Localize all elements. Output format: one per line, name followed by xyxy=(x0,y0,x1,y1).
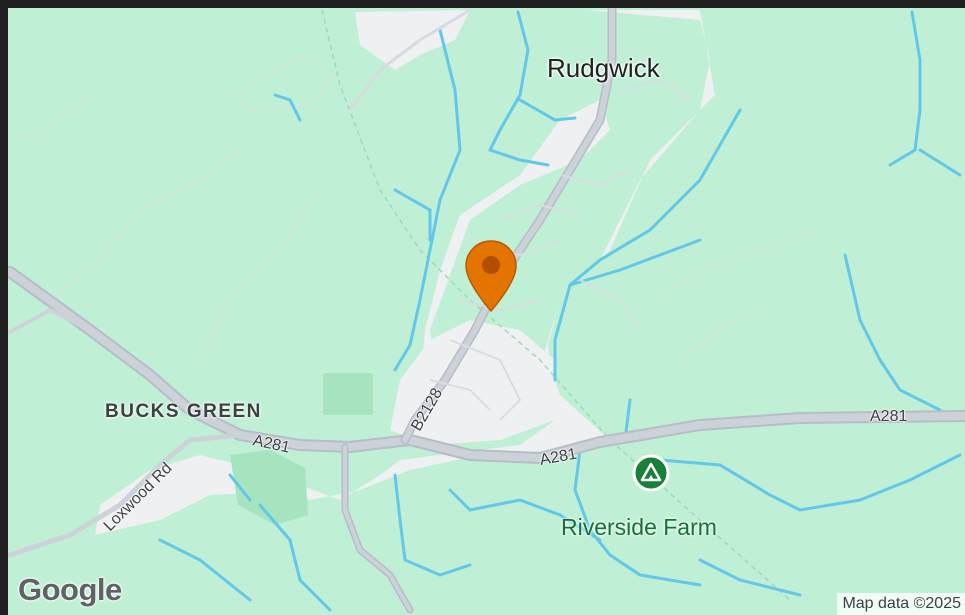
google-logo[interactable]: Google xyxy=(18,572,122,607)
hamlet-label: BUCKS GREEN xyxy=(105,401,262,422)
location-marker[interactable] xyxy=(464,239,518,313)
park-area xyxy=(230,450,308,525)
roads xyxy=(8,8,965,614)
map-viewport[interactable]: Rudgwick BUCKS GREEN B2128 A281 A281 A28… xyxy=(8,8,965,615)
campground-marker[interactable] xyxy=(632,454,670,494)
poi-label[interactable]: Riverside Farm xyxy=(561,514,717,540)
park-area xyxy=(323,373,373,415)
campground-icon xyxy=(632,454,670,492)
map-canvas[interactable] xyxy=(8,8,965,615)
town-label: Rudgwick xyxy=(547,53,660,83)
waterways xyxy=(158,10,962,612)
map-pin-icon xyxy=(465,240,517,313)
map-attribution[interactable]: Map data ©2025 xyxy=(837,593,965,615)
footpaths xyxy=(19,53,821,361)
road-label-a281-east: A281 xyxy=(870,408,908,425)
